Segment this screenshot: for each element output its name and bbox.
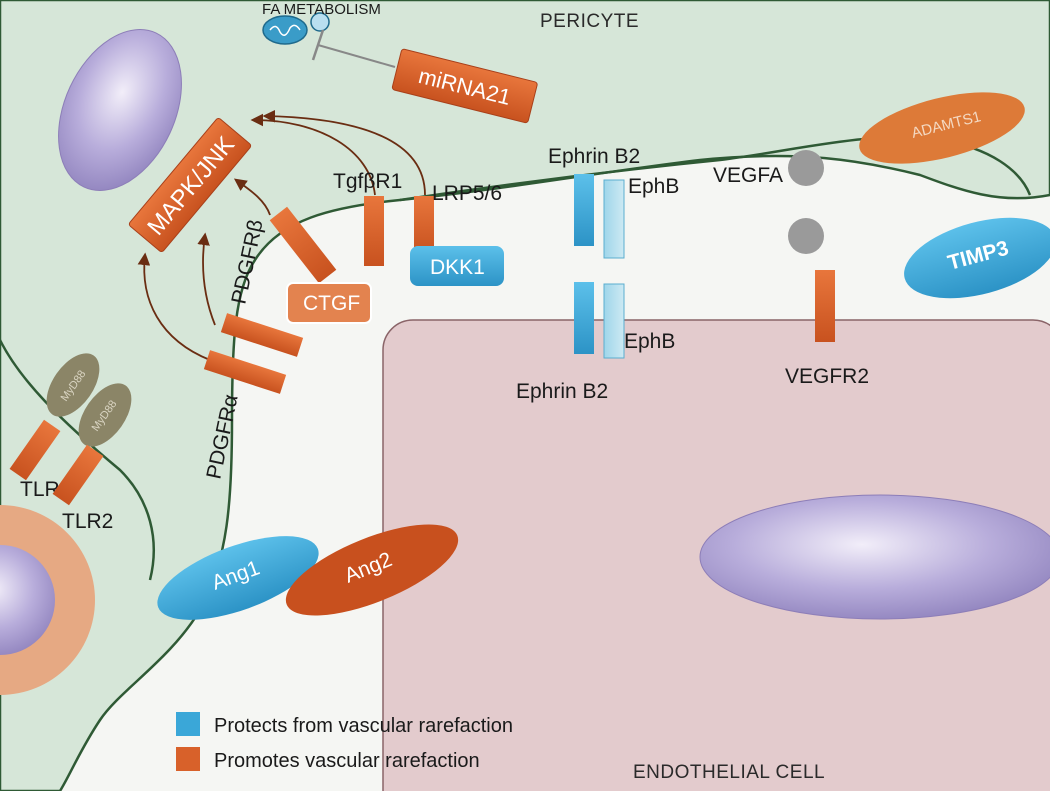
ephrin-b2-bottom [574,282,594,354]
dkk1-label: DKK1 [430,256,485,279]
ephrin-b2-top [574,174,594,246]
inhibition-bar [311,29,325,61]
vegfa-ligand-1 [788,150,824,186]
arrow-pdgfra-mapk [137,252,211,361]
tlr2-label: TLR2 [62,510,113,533]
pdgfrb-receptor-1 [220,313,304,357]
inhibition-line [317,44,396,68]
lipid-droplet-icon [310,12,330,32]
endothelial-nucleus [699,494,1050,620]
arrow-pdgfrb-mapk [197,232,216,326]
adamts1-ellipse [859,92,1025,164]
mitochondria-cristae [269,24,301,36]
legend-swatch-promotes [176,747,200,771]
ephrin-b2-bottom-label: Ephrin B2 [516,380,608,403]
ephrin-b2-top-label: Ephrin B2 [548,145,640,168]
lrp56-label: LRP5/6 [432,182,502,205]
tlr4-receptor [9,419,61,481]
vegfr2-label: VEGFR2 [785,365,869,388]
legend-label-promotes: Promotes vascular rarefaction [214,750,480,772]
ctgf-receptor-stalk [269,206,337,284]
legend-swatch-protects [176,712,200,736]
arrow-tgfbr1-mapk [250,113,376,196]
ctgf-box [286,282,372,324]
ephb-top [603,179,625,259]
endothelial-label: ENDOTHELIAL CELL [633,762,825,783]
timp3-ellipse [904,217,1050,299]
pericyte-left-edge [0,339,155,581]
mitochondria-icon [262,15,308,45]
vegfa-label: VEGFA [713,164,783,187]
myd88-2 [78,383,132,447]
tlr2-receptor [52,444,104,506]
ephb-bottom [603,283,625,359]
pericyte-nucleus [58,29,182,191]
pdgfra-receptor-1 [203,350,287,394]
tgfbr1-label: TgfβR1 [333,170,402,193]
fa-metabolism-label: FA METABOLISM [262,1,381,18]
lrp56-receptor [414,196,434,254]
ephb-bottom-label: EphB [624,330,675,353]
dkk1-box [410,246,504,286]
ang2-ellipse [285,524,459,616]
ephb-top-label: EphB [628,175,679,198]
myd88-1 [46,353,100,417]
vegfr2-receptor [815,270,835,342]
arrow-lrp-mapk [262,109,426,196]
ctgf-label: CTGF [303,292,360,315]
ang1-ellipse [157,536,319,620]
legend: Protects from vascular rarefaction Promo… [176,712,513,772]
tgfbr1-receptor [364,196,384,266]
arrow-ctgf-mapk [233,178,271,216]
lower-left-nucleus [0,545,55,655]
pericyte-process [399,136,1032,202]
legend-label-protects: Protects from vascular rarefaction [214,715,513,737]
vegfa-ligand-2 [788,218,824,254]
pericyte-label: PERICYTE [540,11,639,32]
